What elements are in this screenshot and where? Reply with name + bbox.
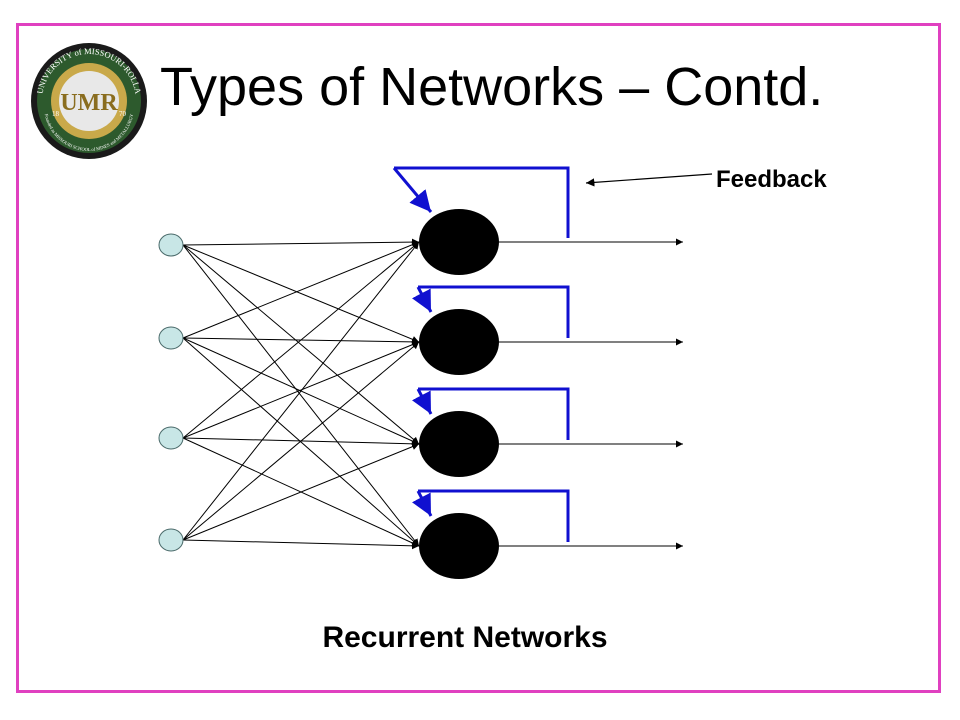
output-node-1 <box>419 209 499 275</box>
input-node-4 <box>158 528 184 552</box>
output-arrows <box>499 238 683 550</box>
input-node-2 <box>158 326 184 350</box>
seal-year-right: 70 <box>119 110 127 118</box>
connection-4-1 <box>182 241 420 541</box>
output-node-4 <box>419 513 499 579</box>
connection-4-4 <box>182 539 420 550</box>
feedback-label: Feedback <box>716 166 827 193</box>
slide-frame <box>16 23 941 693</box>
connection-1-3 <box>182 244 420 445</box>
output-node-3 <box>419 411 499 477</box>
feedback-loops <box>392 166 570 542</box>
feedback-arrow-4 <box>411 490 433 517</box>
slide-title: Types of Networks – Contd. <box>160 57 824 117</box>
university-seal-icon: UNIVERSITY of MISSOURI-ROLLA Founded as … <box>31 43 147 159</box>
feedback-arrow-1 <box>392 167 433 213</box>
connection-1-2 <box>182 244 420 343</box>
connection-4-3 <box>182 443 420 541</box>
input-layer <box>158 233 184 552</box>
seal-center <box>59 71 119 131</box>
connection-4-2 <box>182 341 420 541</box>
input-node-3 <box>158 426 184 450</box>
connection-2-4 <box>182 337 420 547</box>
connection-3-1 <box>182 241 420 439</box>
connection-1-4 <box>182 244 420 547</box>
feedback-arrow-2 <box>411 286 433 313</box>
feedback-loop-1 <box>394 166 570 238</box>
input-node-1 <box>158 233 184 257</box>
connection-1-1 <box>182 238 420 246</box>
feedback-loop-3 <box>418 387 570 440</box>
output-layer <box>419 209 499 579</box>
feedback-arrow-3 <box>411 388 433 415</box>
connection-2-1 <box>182 241 420 339</box>
diagram-caption: Recurrent Networks <box>322 621 607 654</box>
feedback-loop-4 <box>418 489 570 542</box>
seal-year-left: 18 <box>52 110 60 118</box>
feedback-pointer-arrow <box>585 173 713 187</box>
connection-3-2 <box>182 341 420 439</box>
seal-initials: UMR <box>60 90 118 116</box>
output-node-2 <box>419 309 499 375</box>
feedback-loop-2 <box>418 285 570 338</box>
input-output-connections <box>182 238 420 550</box>
